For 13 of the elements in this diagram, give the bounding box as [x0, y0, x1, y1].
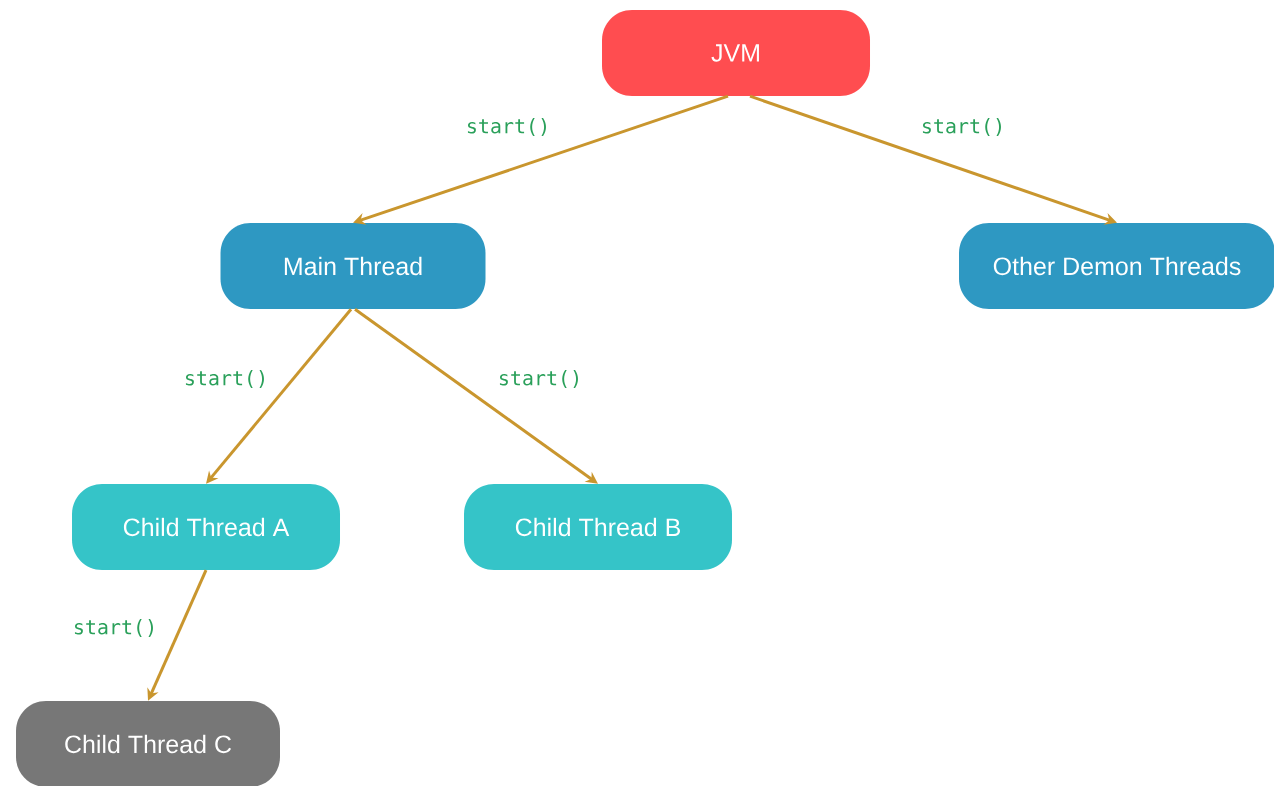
thread-box: Child Thread A	[72, 484, 340, 570]
edge-label: start()	[464, 117, 552, 137]
arrow	[354, 307, 598, 484]
thread-box: Child Thread B	[464, 484, 732, 570]
edge-label: start()	[182, 369, 270, 389]
thread-box: Main Thread	[220, 223, 486, 309]
arrow	[206, 308, 353, 484]
thread-box: JVM	[602, 10, 870, 96]
thread-box: Child Thread C	[16, 701, 280, 786]
thread-box: Other Demon Threads	[959, 223, 1274, 309]
edge-label: start()	[71, 618, 159, 638]
edge-label: start()	[919, 117, 1007, 137]
edge-label: start()	[496, 369, 584, 389]
